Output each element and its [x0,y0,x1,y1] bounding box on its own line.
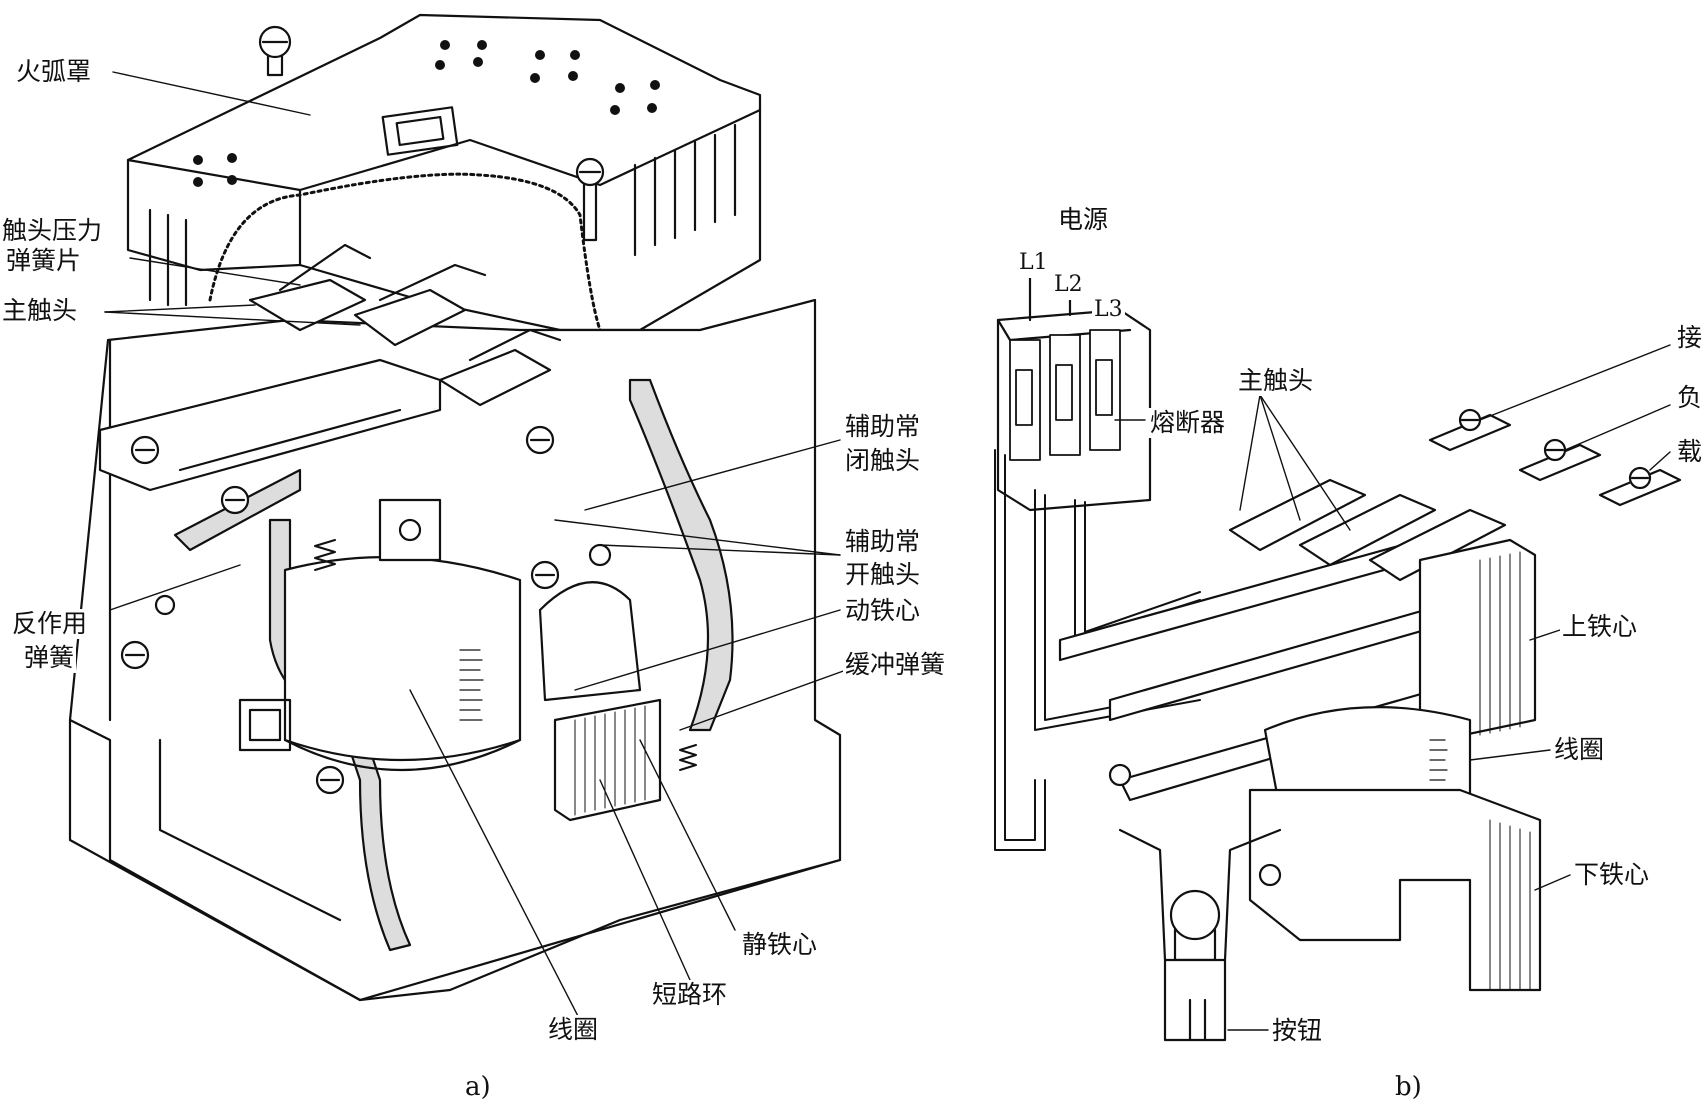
label-lower-core: 下铁心 [1572,860,1652,890]
label-coil-b: 线圈 [1552,735,1607,765]
label-aux-nc-line1: 辅助常 [843,412,923,442]
caption-b: b) [1395,1072,1422,1102]
label-aux-no-line1: 辅助常 [843,527,923,557]
label-power: 电源 [1056,205,1111,235]
label-upper-core: 上铁心 [1560,612,1640,642]
label-aux-no-line2: 开触头 [843,560,923,590]
panel-b-leader-lines [1029,259,1671,1031]
label-load-2: 负 [1675,383,1705,413]
label-main-contacts-b: 主触头 [1236,366,1316,396]
label-l2: L2 [1052,270,1085,300]
label-reaction-spring-line1: 反作用 [10,609,90,639]
label-l3: L3 [1092,295,1125,325]
label-coil-a: 线圈 [546,1015,601,1045]
label-load-3: 载 [1675,437,1705,467]
contactor-cutaway-drawing [68,13,842,1002]
caption-a: a) [465,1072,491,1102]
label-shading-ring: 短路环 [650,980,730,1010]
label-static-core: 静铁心 [740,930,820,960]
label-main-contacts-a: 主触头 [0,296,80,326]
label-arc-chute: 火弧罩 [14,57,94,87]
label-contact-pressure-spring-line1: 触头压力 [0,216,105,246]
label-fuse: 熔断器 [1148,408,1228,438]
label-buffer-spring: 缓冲弹簧 [843,650,948,680]
label-l1: L1 [1017,248,1050,278]
label-contact-pressure-spring-line2: 弹簧片 [4,246,84,276]
label-button: 按钮 [1270,1016,1325,1046]
panel-a-leader-lines [104,71,861,1021]
wiring-pictorial-drawing [994,273,1682,1042]
label-aux-nc-line2: 闭触头 [843,446,923,476]
label-reaction-spring-line2: 弹簧 [22,643,77,673]
label-load-1: 接 [1675,323,1705,353]
label-moving-core: 动铁心 [843,596,923,626]
